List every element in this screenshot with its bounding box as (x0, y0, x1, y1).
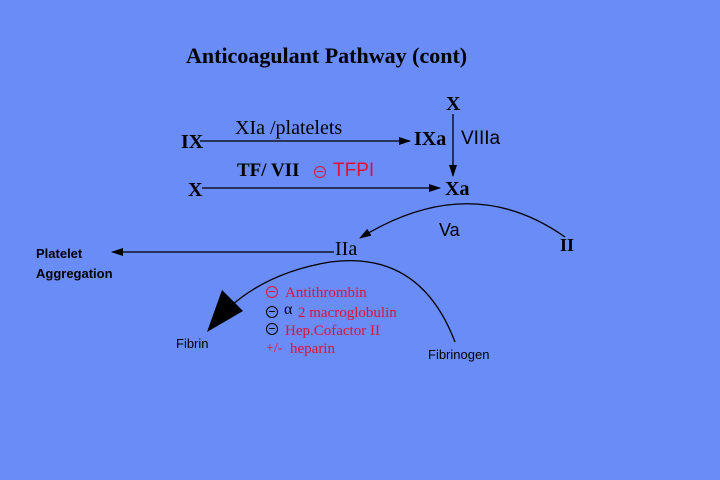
arc-fibrinogen-to-fibrin (231, 260, 456, 343)
label-antithrombin: Antithrombin (285, 285, 367, 301)
node-xa: Xa (445, 178, 470, 200)
inhibit-minus-icon-hep-cofactor (266, 321, 282, 337)
arrow-ii-to-iia (359, 203, 566, 239)
label-fibrin: Fibrin (176, 336, 209, 351)
label-alpha: α (284, 301, 293, 318)
label-va: Va (439, 220, 460, 240)
node-x-left: X (188, 179, 203, 201)
label-platelet: Platelet (36, 246, 83, 261)
node-iia: IIa (335, 238, 358, 260)
label-heparin: heparin (290, 341, 335, 357)
node-viiia: VIIIa (461, 128, 501, 149)
label-fibrinogen: Fibrinogen (428, 347, 490, 362)
arrowhead-fibrin (207, 290, 243, 332)
label-aggregation: Aggregation (36, 266, 113, 281)
label-macroglobulin: 2 macroglobulin (298, 305, 397, 321)
inhibit-minus-icon-tfpi (314, 164, 330, 180)
label-tfpi: TFPI (333, 160, 375, 181)
inhibit-minus-icon-macroglobulin (266, 304, 282, 320)
node-ixa: IXa (414, 128, 447, 150)
label-heparin-sign: +/- (266, 341, 283, 356)
page-title: Anticoagulant Pathway (cont) (186, 43, 468, 68)
inhibit-minus-icon-antithrombin (266, 284, 282, 300)
label-xia-platelets: XIa /platelets (235, 117, 343, 139)
label-hep-cofactor: Hep.Cofactor II (285, 323, 380, 339)
node-ix: IX (181, 131, 204, 153)
label-tf-vii: TF/ VII (237, 160, 300, 181)
node-ii: II (560, 235, 575, 255)
node-x-top: X (446, 93, 461, 115)
